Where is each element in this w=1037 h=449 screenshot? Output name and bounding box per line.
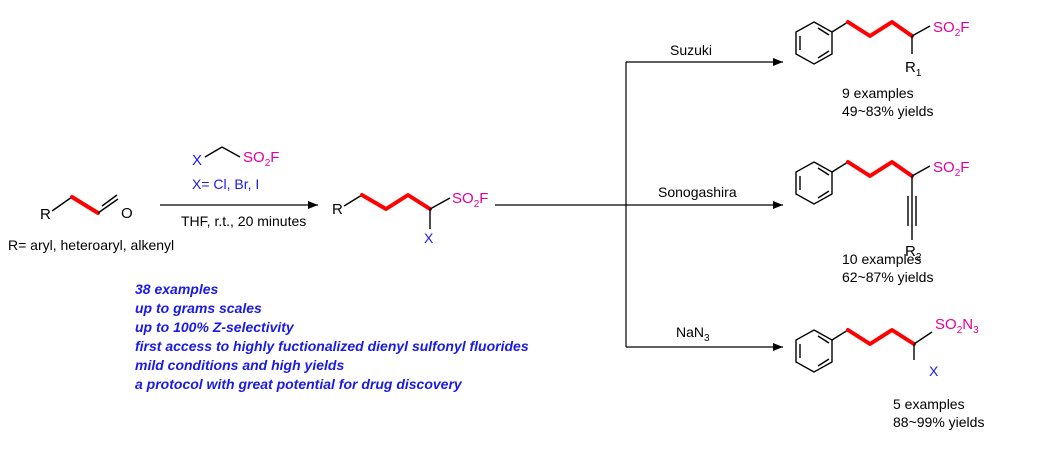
- sonogashira-product: R2 SO2F 10 examples 62~87% yields: [795, 159, 969, 285]
- branch-label-suzuki: Suzuki: [670, 42, 712, 58]
- product-r-label: R: [332, 201, 343, 218]
- reaction-arrow-1: [160, 201, 318, 209]
- suzuki-product: R1 SO2F 9 examples 49~83% yields: [795, 19, 969, 119]
- azide-examples: 5 examples: [893, 396, 965, 412]
- azide-x-label: X: [929, 363, 939, 379]
- highlight-item: up to grams scales: [135, 300, 262, 316]
- branch-label-azide: NaN3: [676, 324, 710, 344]
- reagent: X SO2F X= Cl, Br, I THF, r.t., 20 minute…: [181, 146, 306, 229]
- substrate-r-definition: R= aryl, heteroaryl, alkenyl: [8, 237, 174, 253]
- reagent-condition-x: X= Cl, Br, I: [192, 176, 259, 192]
- starting-material: R O R= aryl, heteroaryl, alkenyl: [8, 194, 174, 253]
- sonogashira-sulfonyl: SO2F: [933, 159, 969, 179]
- suzuki-sulfonyl: SO2F: [933, 19, 969, 39]
- highlight-item: 38 examples: [135, 281, 218, 297]
- reagent-sulfonyl: SO2F: [243, 149, 279, 169]
- suzuki-examples: 9 examples: [842, 85, 914, 101]
- highlight-item: mild conditions and high yields: [135, 357, 344, 373]
- highlight-item: a protocol with great potential for drug…: [135, 376, 463, 392]
- product-sulfonyl: SO2F: [452, 190, 488, 210]
- suzuki-r1: R1: [905, 59, 922, 79]
- sonogashira-examples: 10 examples: [842, 251, 921, 267]
- intermediate-product: R X SO2F: [332, 190, 488, 246]
- product-x-label: X: [424, 230, 434, 246]
- azide-yields: 88~99% yields: [893, 414, 984, 430]
- sonogashira-r2: R2: [905, 243, 922, 263]
- substrate-o-label: O: [121, 205, 133, 222]
- suzuki-yields: 49~83% yields: [842, 103, 933, 119]
- highlight-item: first access to highly fuctionalized die…: [135, 338, 529, 354]
- substrate-r-label: R: [40, 206, 51, 223]
- azide-sulfonyl-azide: SO2N3: [935, 316, 979, 336]
- reagent-condition-solvent: THF, r.t., 20 minutes: [181, 213, 306, 229]
- reagent-x-atom: X: [192, 152, 202, 169]
- sonogashira-yields: 62~87% yields: [842, 269, 933, 285]
- branch-arrows: Suzuki Sonogashira NaN3: [495, 42, 783, 351]
- branch-label-sonogashira: Sonogashira: [658, 184, 737, 200]
- azide-product: X SO2N3 5 examples 88~99% yields: [795, 316, 984, 430]
- highlight-item: up to 100% Z-selectivity: [135, 319, 295, 335]
- highlights-list: 38 examples up to grams scales up to 100…: [135, 281, 529, 392]
